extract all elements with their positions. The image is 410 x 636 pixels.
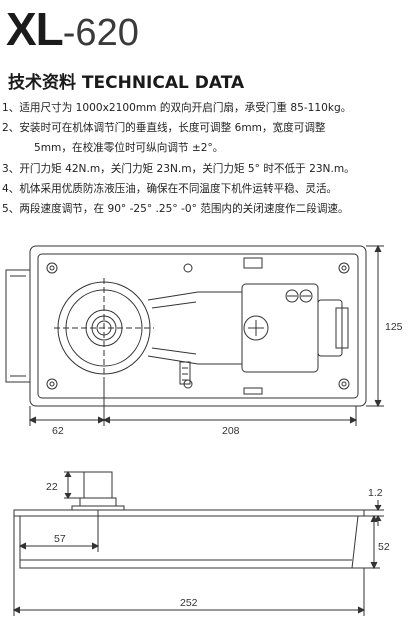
housing-inner-outline xyxy=(37,253,359,399)
spec-item: 4、机体采用优质防冻液压油，确保在不同温度下机件运转平稳、灵活。 xyxy=(2,182,338,195)
spec-item: 1、适用尺寸为 1000x2100mm 的双向开启门扇，承受门重 85-110k… xyxy=(2,102,352,114)
section-heading: 技术资料 TECHNICAL DATA xyxy=(8,73,245,93)
model-prefix: XL xyxy=(6,3,64,55)
spec-list: 1、适用尺寸为 1000x2100mm 的双向开启门扇，承受门重 85-110k… xyxy=(2,98,408,219)
dim-side-height xyxy=(352,514,380,570)
dim-length xyxy=(12,516,366,616)
hydraulic-cylinder xyxy=(241,257,349,395)
side-view-drawing: 22 1.2 52 57 252 xyxy=(12,471,390,616)
model-suffix: -620 xyxy=(62,12,139,54)
dim-spindle-height-label: 22 xyxy=(46,481,58,493)
spec-item-continued: 5mm，在校准零位时可纵向调节 ±2°。 xyxy=(34,142,224,155)
body-box xyxy=(19,515,359,569)
dim-height xyxy=(366,244,384,408)
adjustment-screws xyxy=(179,361,191,385)
cover-plate xyxy=(13,509,365,517)
dim-side-left-label: 57 xyxy=(54,533,66,545)
dim-spindle-height xyxy=(64,471,84,499)
dim-body-label: 208 xyxy=(222,425,240,437)
plan-view-drawing: 125 62 208 xyxy=(5,244,403,437)
housing-outline xyxy=(29,245,367,407)
dim-side-height-label: 52 xyxy=(378,541,390,553)
dim-height-label: 125 xyxy=(385,321,403,333)
dim-cover-label: 1.2 xyxy=(368,487,383,499)
spec-item: 2、安装时可在机体调节门的垂直线，长度可调整 6mm，宽度可调整 xyxy=(2,122,326,135)
mounting-tab xyxy=(5,269,30,383)
lever-arm xyxy=(147,291,243,365)
dim-left-label: 62 xyxy=(52,425,64,437)
spindle-assembly xyxy=(54,278,154,378)
spec-item: 5、两段速度调节，在 90° -25° .25° -0° 范围内的关闭速度作二段… xyxy=(2,203,349,216)
dim-side-left xyxy=(18,510,100,552)
dim-length-label: 252 xyxy=(180,597,198,609)
spec-item: 3、开门力矩 42N.m，关门力矩 23N.m，关门力矩 5° 时不低于 23N… xyxy=(2,162,355,175)
dim-widths xyxy=(28,378,358,426)
spindle-top xyxy=(71,471,125,511)
model-title: XL-620 xyxy=(6,2,139,62)
